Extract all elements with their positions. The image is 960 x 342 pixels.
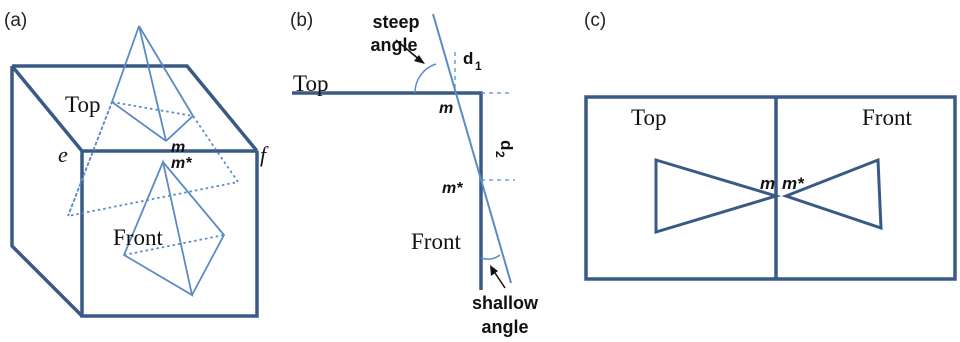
cube — [10, 64, 259, 318]
cube-front-face-edges — [80, 151, 259, 318]
panel-a-label: (a) — [4, 10, 27, 31]
point-m-label-c: m — [760, 174, 775, 193]
cube-top-back-edges — [12, 64, 259, 153]
shallow-angle-arc — [480, 254, 501, 260]
right-triangle — [781, 157, 883, 231]
front-label-b: Front — [411, 229, 461, 254]
cube-left-face-edges — [10, 66, 84, 318]
lower-pyramid — [122, 159, 226, 297]
top-label-c: Top — [631, 105, 666, 130]
front-label-c: Front — [862, 105, 912, 130]
guide-lines — [454, 52, 515, 181]
shallow-label-line1: shallow — [472, 293, 539, 313]
steep-label-line1: steep — [372, 12, 419, 32]
upper-pyramid — [110, 25, 195, 142]
left-triangle — [654, 157, 782, 235]
steep-angle-arc — [414, 63, 437, 94]
ray-line — [432, 13, 512, 284]
unfolded-net-outline — [584, 95, 957, 281]
point-m-label-b: m — [439, 100, 453, 117]
top-label-b: Top — [293, 71, 328, 96]
shallow-label-line2: angle — [481, 317, 528, 337]
d1-subscript: 1 — [475, 59, 482, 73]
dotted-section — [66, 100, 240, 218]
shallow-arrow — [490, 265, 506, 289]
steep-label-line2: angle — [370, 35, 417, 55]
d2-group: d 2 — [493, 140, 516, 158]
panel-c-label: (c) — [584, 10, 606, 31]
panel-b-label: (b) — [290, 10, 313, 31]
front-label: Front — [113, 225, 163, 250]
point-m-star-label-c: m* — [782, 174, 805, 193]
panel-b: (b) steep angle d 1 Top m d — [290, 10, 539, 337]
vertex-f-label: f — [260, 142, 269, 167]
panel-c: (c) Top Front m m* — [584, 10, 957, 281]
d2-label: d — [497, 140, 516, 150]
d2-subscript: 2 — [493, 151, 507, 158]
vertex-e-label: e — [58, 142, 68, 167]
steep-arrow — [395, 39, 425, 64]
point-m-star-label-b: m* — [442, 180, 463, 197]
point-m-label: m — [171, 139, 185, 156]
point-m-star-label: m* — [171, 155, 192, 172]
top-label: Top — [65, 92, 100, 117]
d1-label: d — [463, 49, 473, 68]
panel-a: (a) Top Front e f m m* — [4, 10, 269, 318]
